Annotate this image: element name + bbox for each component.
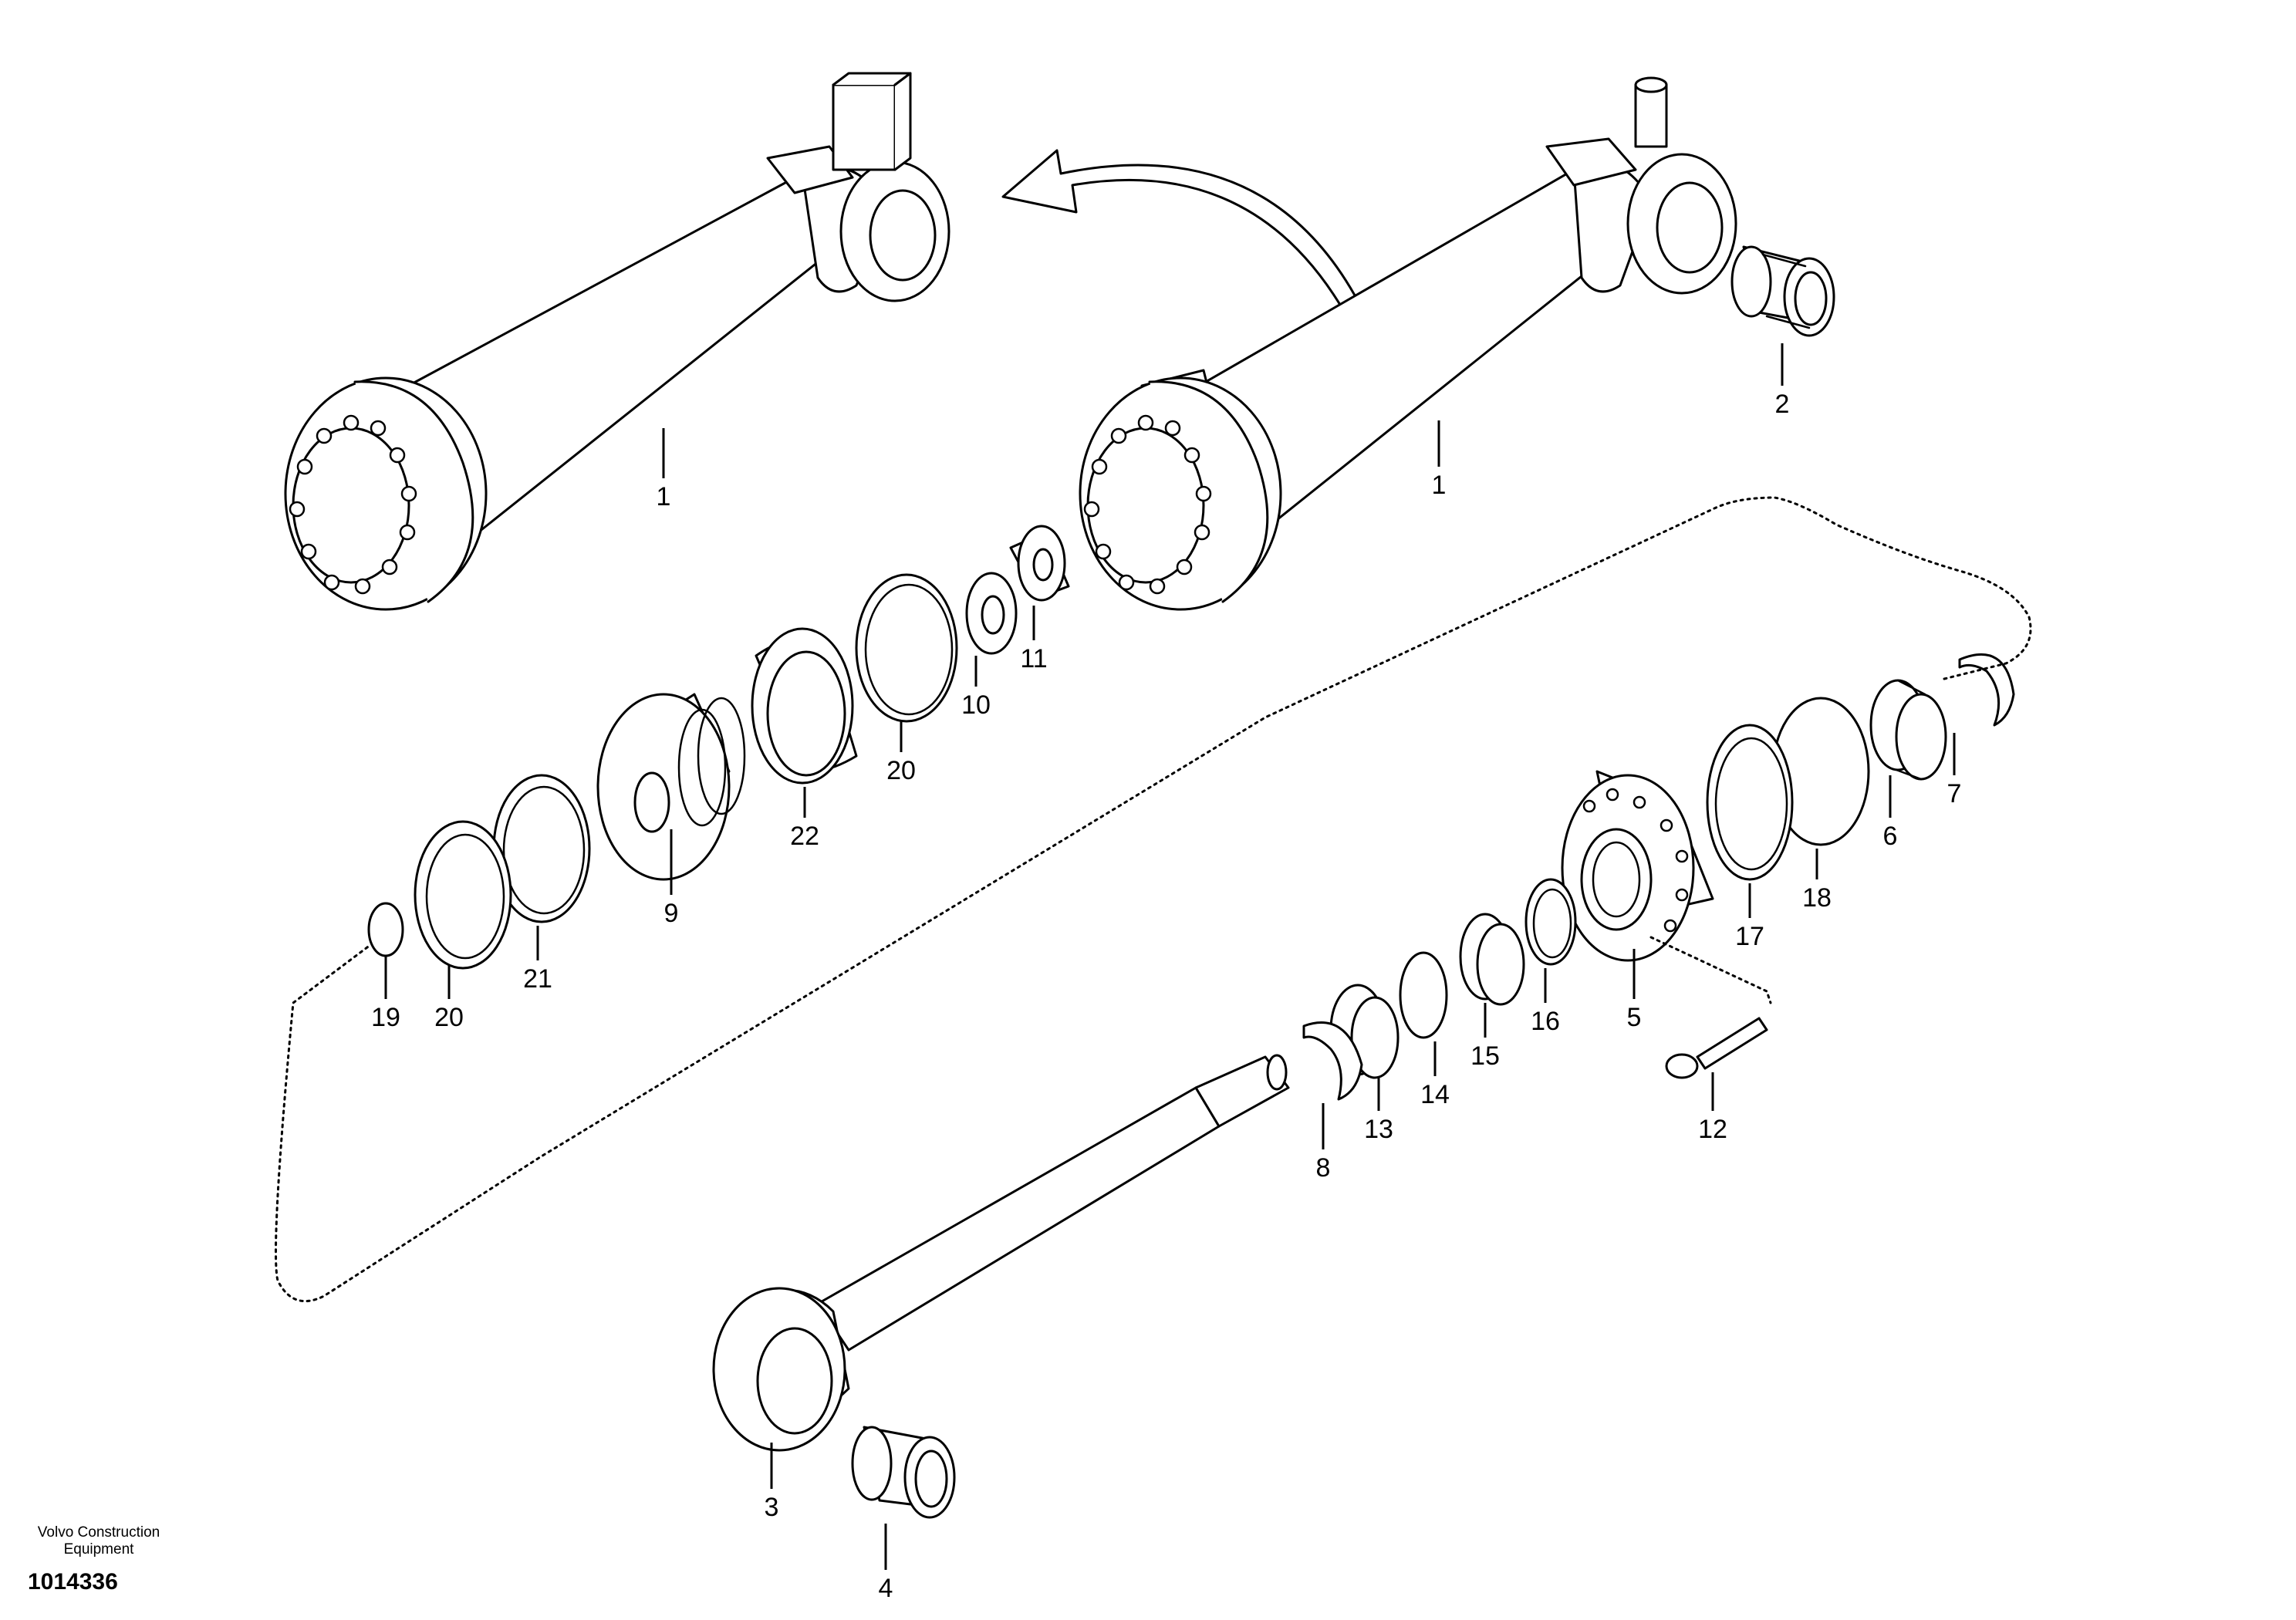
callout-17: 17 bbox=[1735, 922, 1764, 951]
callout-7: 7 bbox=[1947, 779, 1962, 808]
callout-labels: 1 1 2 3 4 5 6 7 8 9 10 11 12 13 14 15 16… bbox=[371, 390, 1961, 1603]
figure-number: 1014336 bbox=[28, 1569, 118, 1595]
callout-12: 12 bbox=[1698, 1115, 1727, 1144]
rotation-arrow bbox=[1001, 149, 1359, 310]
callout-18: 18 bbox=[1802, 883, 1832, 913]
callout-6: 6 bbox=[1883, 822, 1898, 851]
manufacturer-line-2: Equipment bbox=[63, 1541, 134, 1558]
callout-1-right: 1 bbox=[1432, 471, 1447, 500]
callout-14: 14 bbox=[1420, 1080, 1450, 1109]
callout-21: 21 bbox=[523, 964, 552, 994]
flange-bolt-holes bbox=[1083, 414, 1212, 595]
callout-9: 9 bbox=[664, 899, 679, 928]
callout-5: 5 bbox=[1627, 1003, 1642, 1032]
cylinder-head-assembly bbox=[1302, 653, 2015, 1101]
cylinder-tube bbox=[1079, 76, 1737, 611]
callout-10: 10 bbox=[961, 690, 991, 720]
manufacturer-line-1: Volvo Construction bbox=[37, 1524, 160, 1541]
callout-16: 16 bbox=[1531, 1007, 1560, 1036]
callout-20-left: 20 bbox=[434, 1003, 464, 1032]
callout-15: 15 bbox=[1470, 1041, 1500, 1071]
callout-8: 8 bbox=[1316, 1153, 1331, 1183]
figure-footer: Volvo Construction Equipment 1014336 bbox=[6, 1524, 191, 1595]
callout-11: 11 bbox=[1020, 644, 1047, 673]
cylinder-tube-rotated bbox=[284, 72, 950, 611]
bushing-upper bbox=[1730, 245, 1835, 337]
piston-rod bbox=[712, 1054, 1290, 1452]
callout-22: 22 bbox=[790, 822, 819, 851]
leader-lines bbox=[384, 343, 1956, 1570]
seal-rings-piston-side bbox=[367, 525, 1070, 970]
callout-19: 19 bbox=[371, 1003, 400, 1032]
callout-20-right: 20 bbox=[886, 756, 916, 785]
callout-13: 13 bbox=[1364, 1115, 1393, 1144]
callout-1-left: 1 bbox=[657, 482, 671, 511]
grouping-outline bbox=[275, 496, 2032, 1303]
callout-4: 4 bbox=[879, 1574, 893, 1603]
callout-3: 3 bbox=[765, 1493, 779, 1522]
flange-bolt-holes bbox=[289, 414, 417, 595]
callout-2: 2 bbox=[1775, 390, 1790, 419]
bushing-lower bbox=[851, 1426, 956, 1519]
